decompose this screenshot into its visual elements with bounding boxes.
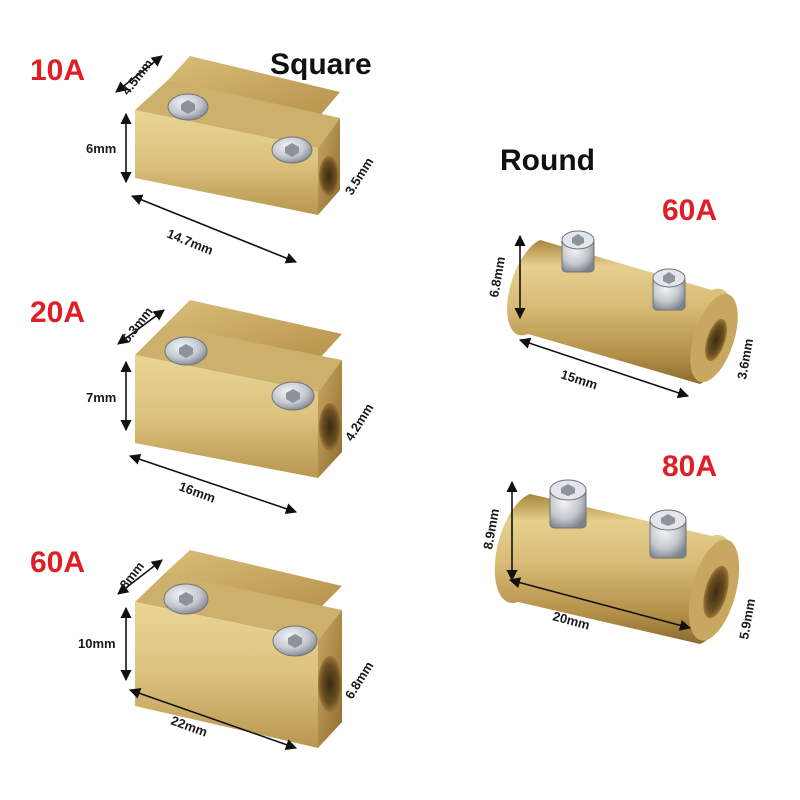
dim-length-label: 14.7mm — [165, 226, 216, 258]
square-connector-10a: 10A 4.5mm 6mm 3.5mm 14.7mm — [30, 54, 377, 264]
wire-hole — [705, 318, 727, 362]
square-connector-60a: 60A 8mm 10mm 6.8mm 22mm — [30, 546, 377, 750]
dim-diameter-label: 8.9mm — [480, 507, 502, 550]
dim-length-arrow — [130, 194, 298, 264]
screw-icon — [652, 268, 686, 311]
dim-width-arrow — [117, 559, 163, 595]
dim-length-arrow — [128, 453, 298, 515]
screw-icon — [163, 583, 209, 615]
dim-height-label: 10mm — [78, 636, 116, 651]
dim-width-arrow — [117, 309, 165, 345]
top-face — [165, 300, 342, 360]
amp-rating-label: 10A — [30, 54, 85, 87]
dim-height-label: 6mm — [86, 141, 116, 156]
screw-icon — [167, 93, 209, 121]
screw-icon — [164, 336, 208, 366]
top-face — [165, 550, 342, 610]
dim-hole-label: 4.2mm — [342, 401, 377, 444]
screw-icon — [649, 509, 687, 559]
amp-rating-label: 80A — [662, 450, 717, 483]
dim-diameter-label: 6.8mm — [486, 255, 508, 298]
dim-hole-label: 6.8mm — [342, 659, 377, 702]
amp-rating-label: 60A — [662, 194, 717, 227]
dim-hole-label: 3.6mm — [734, 337, 756, 380]
dim-width-arrow — [115, 55, 163, 93]
amp-rating-label: 60A — [30, 546, 85, 579]
dim-length-arrow — [128, 688, 298, 750]
dim-width-label: 4.5mm — [119, 56, 156, 98]
dim-length-arrow — [508, 577, 692, 631]
top-face — [168, 56, 340, 118]
screw-icon — [271, 136, 313, 164]
round-header: Round — [500, 144, 595, 177]
wire-hole — [319, 403, 341, 451]
dim-hole-label: 5.9mm — [736, 597, 758, 640]
square-header: Square — [270, 48, 372, 81]
dim-width-label: 5.3mm — [119, 304, 156, 346]
dim-hole-label: 3.5mm — [342, 155, 377, 198]
screw-icon — [561, 230, 595, 273]
round-connector-60a: 60A 6.8mm 15mm 3.6mm — [486, 194, 756, 399]
amp-rating-label: 20A — [30, 296, 85, 329]
wire-hole — [318, 656, 342, 712]
dim-height-label: 7mm — [86, 390, 116, 405]
screw-icon — [549, 479, 587, 529]
round-connector-80a: 80A 8.9mm 20mm 5.9mm — [480, 450, 758, 644]
front-face — [135, 355, 318, 478]
wire-hole — [319, 156, 339, 196]
dim-length-arrow — [518, 337, 690, 399]
wire-hole — [703, 565, 729, 619]
square-connector-20a: 20A 5.3mm 7mm 4.2mm 16mm — [30, 296, 377, 515]
screw-icon — [271, 381, 315, 411]
front-face — [135, 110, 318, 215]
dim-length-label: 15mm — [559, 367, 599, 393]
screw-icon — [272, 625, 318, 657]
